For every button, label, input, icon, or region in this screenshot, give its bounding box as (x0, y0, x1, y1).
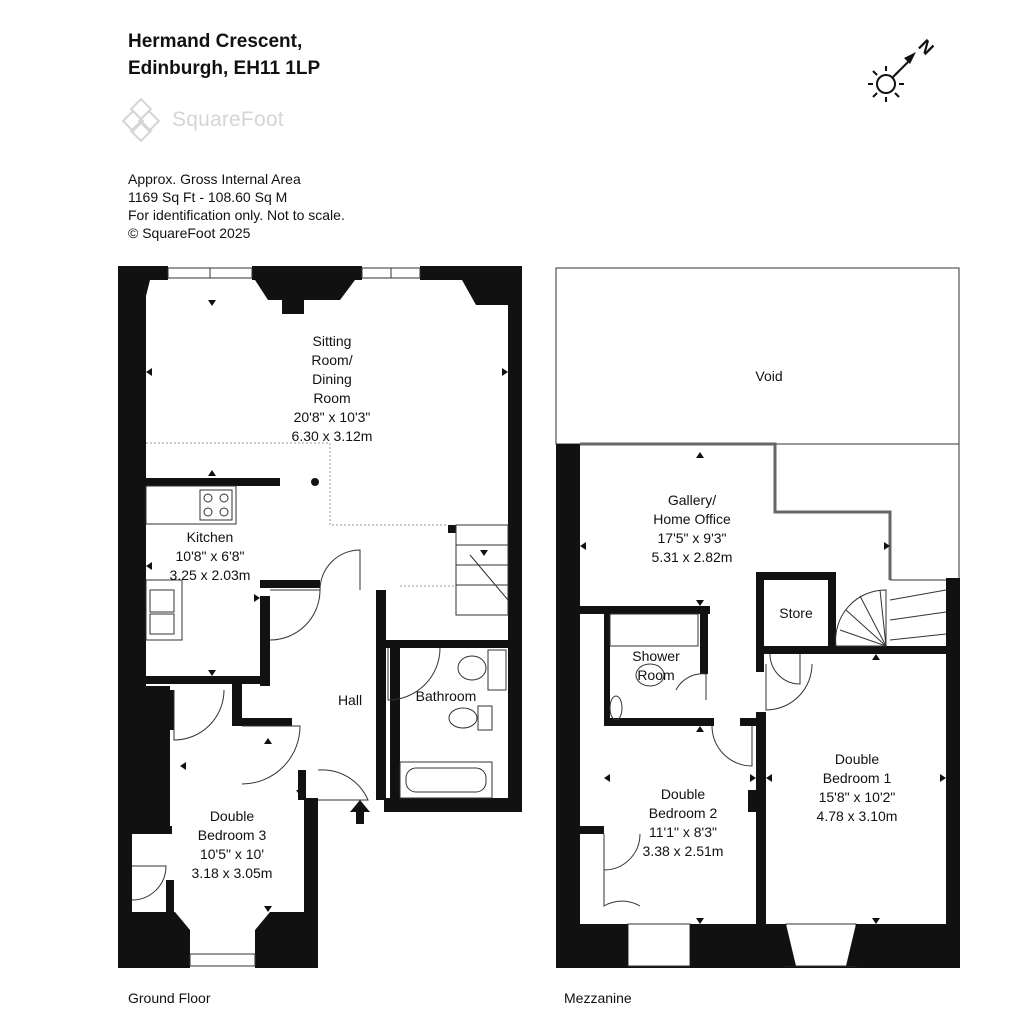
brand-name: SquareFoot (172, 108, 284, 131)
squarefoot-logo-icon (122, 98, 161, 142)
room-size-imperial: 15'8" x 10'2" (818, 789, 896, 805)
room-size-metric: 3.25 x 2.03m (169, 567, 251, 583)
title-line-2: Edinburgh, EH11 1LP (128, 58, 321, 79)
room-name: Shower (632, 648, 680, 664)
room-name: Store (779, 605, 813, 621)
room-name: Room (637, 667, 675, 683)
room-name: Bedroom 1 (822, 770, 892, 786)
room-size-metric: 3.38 x 2.51m (642, 843, 724, 859)
room-size-imperial: 11'1" x 8'3" (649, 824, 717, 840)
room-name: Room/ (311, 352, 353, 368)
room-kitchen: Kitchen 10'8" x 6'8" 3.25 x 2.03m (170, 528, 251, 585)
room-shower-room: Shower Room (632, 647, 679, 685)
room-name: Gallery/ (667, 492, 717, 508)
floor-label-ground: Ground Floor (128, 990, 211, 1006)
room-double-bedroom-2: Double Bedroom 2 11'1" x 8'3" 3.38 x 2.5… (643, 785, 724, 861)
room-size-imperial: 10'8" x 6'8" (175, 548, 245, 564)
room-name: Bedroom 3 (197, 827, 267, 843)
room-name: Double (834, 751, 880, 767)
room-name: Double (209, 808, 255, 824)
room-name: Home Office (653, 511, 731, 527)
area-line-3: For identification only. Not to scale. (128, 207, 345, 223)
room-size-imperial: 20'8" x 10'3" (293, 409, 371, 425)
room-void: Void (755, 367, 782, 386)
room-gallery: Gallery/ Home Office 17'5" x 9'3" 5.31 x… (652, 491, 733, 567)
room-name: Hall (337, 692, 363, 708)
room-name: Kitchen (186, 529, 234, 545)
room-sitting-room: Sitting Room/ Dining Room 20'8" x 10'3" … (292, 332, 373, 446)
room-store: Store (779, 604, 812, 623)
room-size-imperial: 17'5" x 9'3" (657, 530, 727, 546)
room-name: Double (660, 786, 706, 802)
compass-icon: N (868, 35, 938, 102)
room-size-metric: 3.18 x 3.05m (191, 865, 273, 881)
room-name: Sitting (312, 333, 352, 349)
room-bathroom: Bathroom (416, 687, 477, 706)
room-name: Dining (312, 371, 352, 387)
room-double-bedroom-3: Double Bedroom 3 10'5" x 10' 3.18 x 3.05… (192, 807, 273, 883)
brand-watermark: SquareFoot (122, 98, 284, 142)
room-name: Bathroom (415, 688, 477, 704)
title-line-1: Hermand Crescent, (128, 31, 303, 52)
ground-floor-plan (118, 266, 522, 968)
mezzanine-plan (555, 267, 960, 968)
room-name: Room (313, 390, 351, 406)
floor-label-mezzanine: Mezzanine (564, 990, 632, 1006)
room-hall: Hall (338, 691, 362, 710)
room-double-bedroom-1: Double Bedroom 1 15'8" x 10'2" 4.78 x 3.… (817, 750, 898, 826)
room-size-metric: 4.78 x 3.10m (816, 808, 898, 824)
area-line-2: 1169 Sq Ft - 108.60 Sq M (128, 189, 288, 205)
property-title: Hermand Crescent, Edinburgh, EH11 1LP (128, 28, 320, 82)
room-name: Bedroom 2 (648, 805, 718, 821)
room-name: Void (755, 368, 783, 384)
room-size-metric: 5.31 x 2.82m (651, 549, 733, 565)
area-info: Approx. Gross Internal Area 1169 Sq Ft -… (128, 170, 345, 242)
room-size-imperial: 10'5" x 10' (199, 846, 265, 862)
area-line-4: © SquareFoot 2025 (128, 225, 251, 241)
room-size-metric: 6.30 x 3.12m (291, 428, 373, 444)
area-line-1: Approx. Gross Internal Area (128, 171, 301, 187)
